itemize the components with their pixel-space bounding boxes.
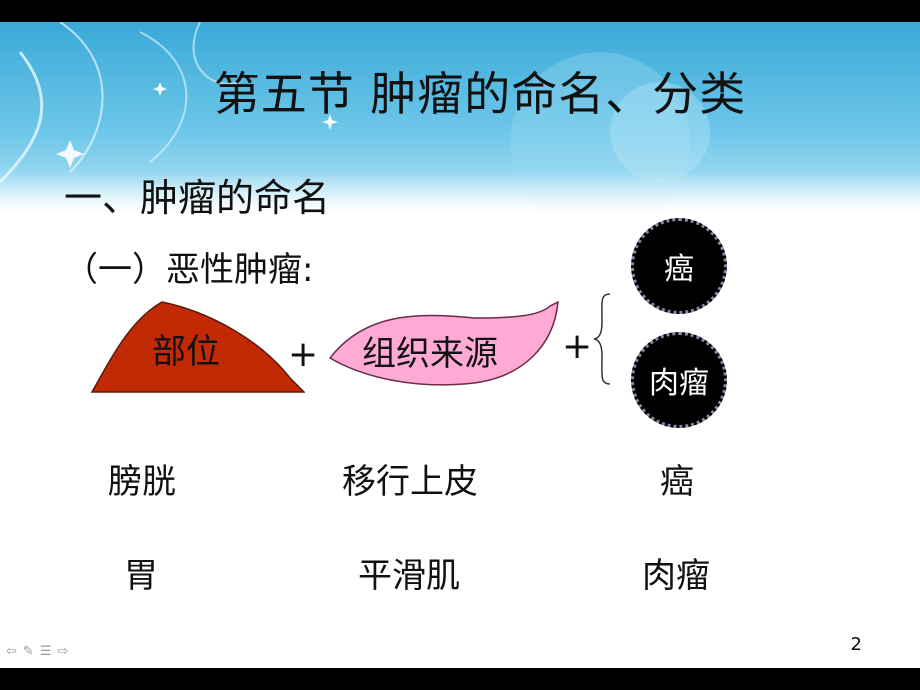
header-background: [0, 22, 920, 212]
plus-sign-2: +: [562, 326, 593, 367]
pen-icon[interactable]: ✎: [22, 644, 34, 659]
page-title: 第五节 肿瘤的命名、分类: [213, 67, 747, 121]
arrow-right-icon[interactable]: ⇨: [57, 644, 69, 659]
example-1-suffix: 癌: [660, 462, 694, 502]
suffix-label-sarcoma: 肉瘤: [649, 366, 709, 401]
menu-icon[interactable]: ☰: [39, 644, 52, 659]
plus-sign-1: +: [288, 334, 319, 375]
slide-nav-controls: ⇦ ✎ ☰ ⇨: [6, 644, 68, 659]
suffix-label-carcinoma: 癌: [664, 252, 694, 287]
suffix-circle-sarcoma: 肉瘤: [631, 332, 727, 428]
suffix-circle-carcinoma: 癌: [631, 218, 727, 314]
tissue-label: 组织来源: [362, 334, 498, 374]
section-heading: 一、肿瘤的命名: [64, 176, 331, 220]
part-label: 部位: [152, 332, 220, 372]
tissue-shape: [328, 300, 559, 386]
example-2-suffix: 肉瘤: [642, 556, 710, 596]
example-2-part: 胃: [124, 556, 158, 596]
example-1-tissue: 移行上皮: [342, 462, 478, 502]
brace-icon: [593, 293, 611, 385]
page-number: 2: [850, 634, 862, 655]
example-1-part: 膀胱: [108, 462, 176, 502]
part-shape: [90, 301, 305, 393]
arrow-left-icon[interactable]: ⇦: [6, 644, 17, 659]
slide: 第五节 肿瘤的命名、分类 一、肿瘤的命名 （一）恶性肿瘤: 部位 + 组织来源 …: [0, 22, 920, 668]
subsection-heading: （一）恶性肿瘤:: [64, 250, 314, 290]
example-2-tissue: 平滑肌: [358, 556, 460, 596]
